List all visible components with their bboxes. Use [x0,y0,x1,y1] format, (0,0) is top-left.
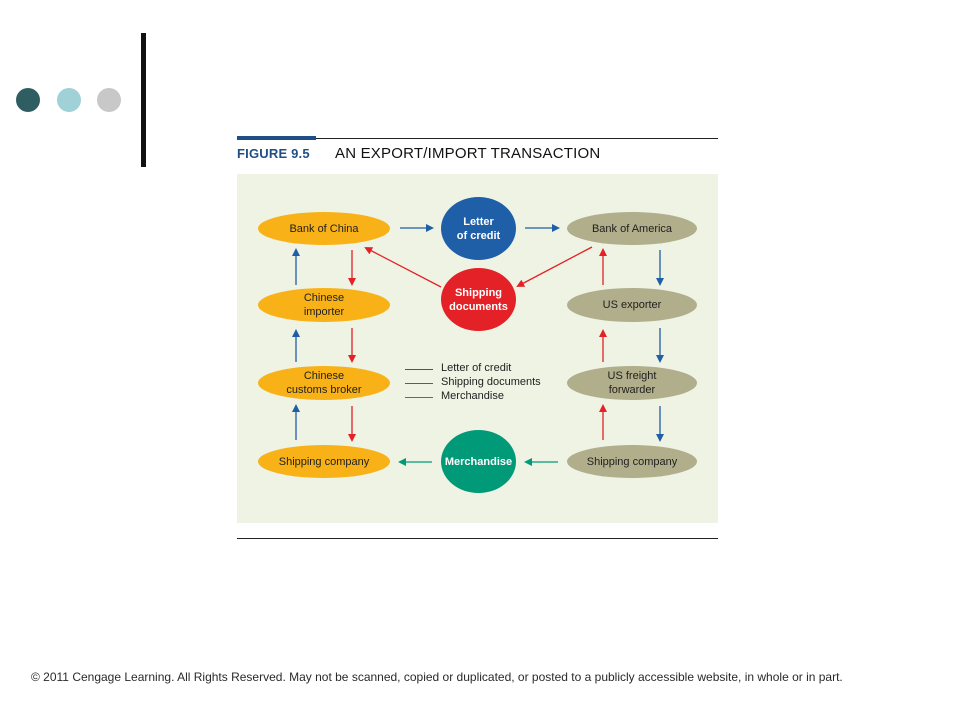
figure-bottom-rule [237,538,718,539]
figure-label: FIGURE 9.5 [237,146,310,161]
figure-label-underline [237,136,316,140]
copyright-notice: © 2011 Cengage Learning. All Rights Rese… [31,670,843,684]
node-china-shipping-company: Shipping company [258,445,390,478]
decor-dot-dark [16,88,40,112]
node-bank-of-china: Bank of China [258,212,390,245]
figure-top-rule [237,138,718,139]
node-chinese-importer: Chinese importer [258,288,390,322]
legend-label-shipping-documents: Shipping documents [441,376,541,388]
legend-label-letter-of-credit: Letter of credit [441,362,512,374]
decor-dot-teal [57,88,81,112]
node-letter-of-credit: Letter of credit [441,197,516,260]
node-merchandise: Merchandise [441,430,516,493]
legend-line-merchandise [405,397,433,398]
figure-title: AN EXPORT/IMPORT TRANSACTION [335,145,601,162]
node-chinese-customs-broker: Chinese customs broker [258,366,390,400]
legend-line-letter-of-credit [405,369,433,370]
node-us-shipping-company: Shipping company [567,445,697,478]
legend-line-shipping-documents [405,383,433,384]
decor-dot-gray [97,88,121,112]
arrow-boa-to-documents [516,246,593,287]
node-shipping-documents: Shipping documents [441,268,516,331]
node-us-freight-forwarder: US freight forwarder [567,366,697,400]
node-us-exporter: US exporter [567,288,697,322]
arrow-documents-to-boc [364,247,442,288]
legend-label-merchandise: Merchandise [441,390,504,402]
node-bank-of-america: Bank of America [567,212,697,245]
decor-vertical-bar [141,33,146,167]
